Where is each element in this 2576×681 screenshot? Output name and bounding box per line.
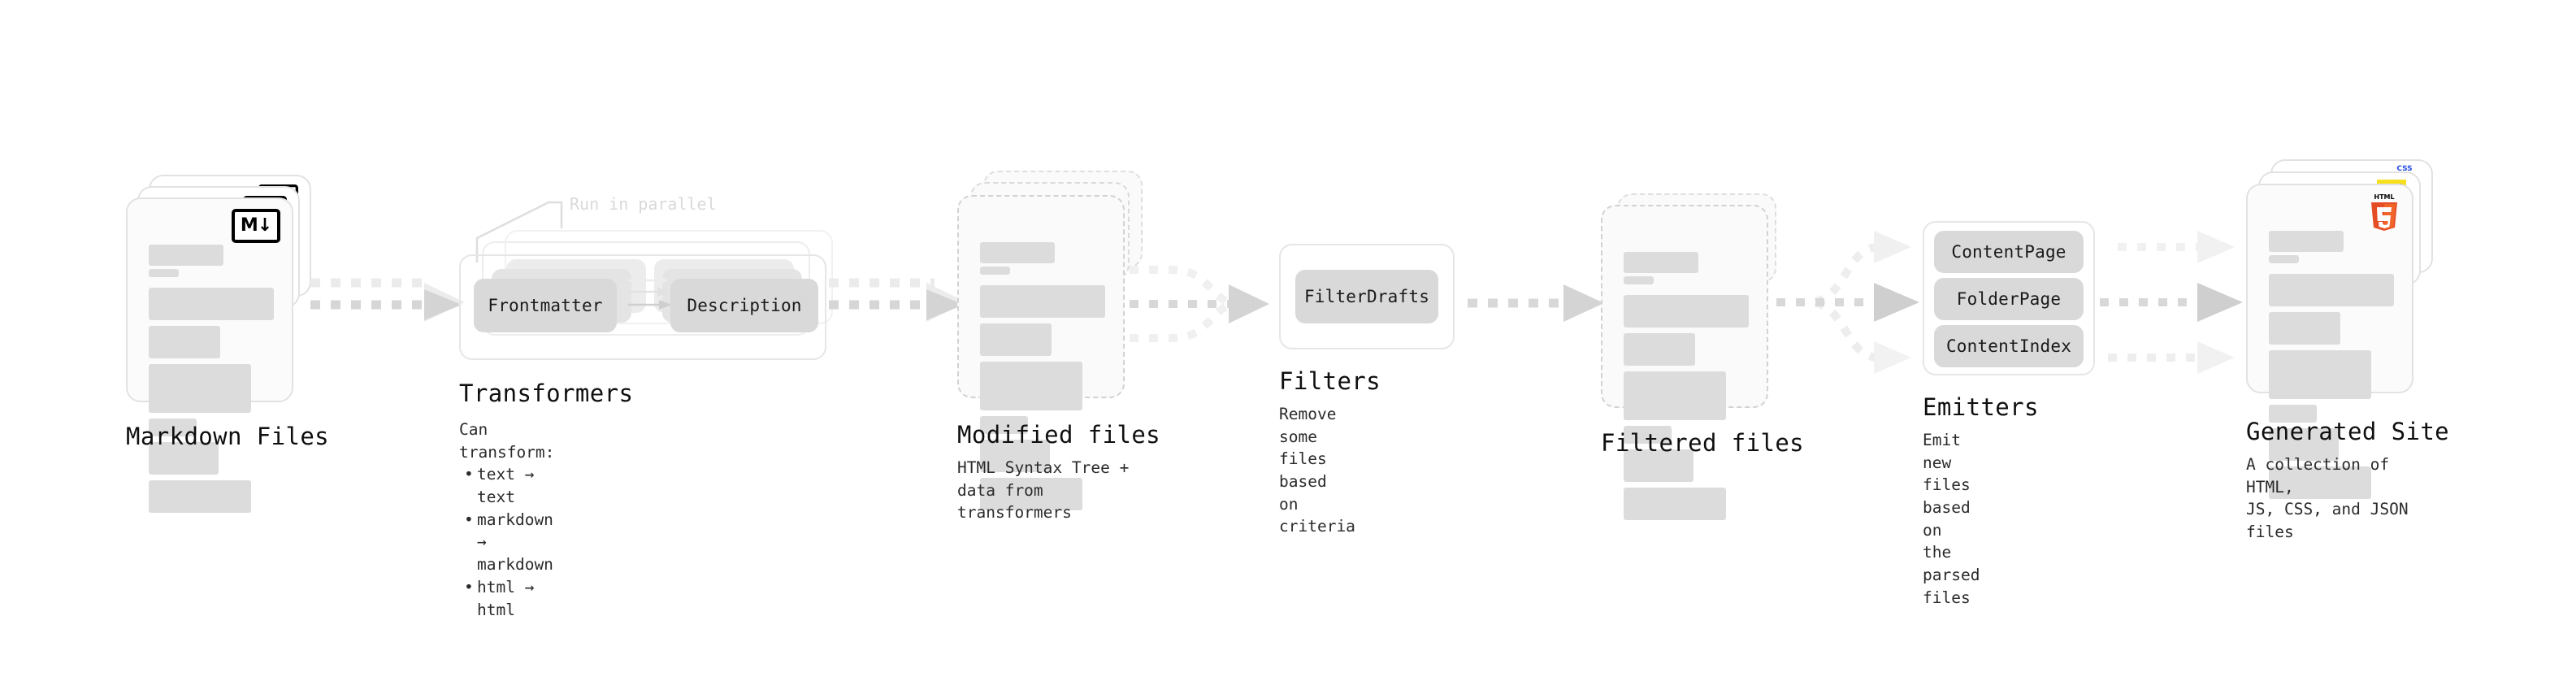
transform-flow-arrows <box>628 275 672 310</box>
list-item: html → html <box>464 576 554 621</box>
parallel-bracket <box>475 201 563 262</box>
arrowhead <box>2197 341 2235 374</box>
list-item: text → text <box>464 463 554 508</box>
stage-title: Transformers <box>459 380 634 407</box>
chip-label: FilterDrafts <box>1303 287 1430 306</box>
stage-description: Emit new files based on the parsed files <box>1923 431 1980 607</box>
stage-title: Filters <box>1279 367 1381 395</box>
arrowhead <box>1229 284 1269 323</box>
html5-icon: HTML <box>2366 192 2402 234</box>
stage-generated-site: CSS JS HTML <box>2246 159 2449 541</box>
stage-modified-files: Modified files HTML Syntax Tree + data f… <box>957 171 1160 522</box>
stage-title: Markdown Files <box>126 423 330 450</box>
arrowhead <box>2197 283 2243 322</box>
emitters-group <box>1923 221 2095 375</box>
arrowhead <box>1874 231 1911 263</box>
connector-modified-to-filters <box>1130 266 1269 342</box>
stage-description: Remove some files based on criteria <box>1279 405 1355 536</box>
placeholder-lines <box>2269 231 2394 505</box>
transform-list: text → text markdown → markdown html → h… <box>459 463 554 621</box>
placeholder-lines <box>980 242 1105 516</box>
list-item: markdown → markdown <box>464 509 554 576</box>
transform-intro: Can transform: <box>459 420 555 462</box>
chip-label: ContentIndex <box>1945 336 2072 356</box>
arrowhead <box>1563 284 1604 322</box>
connector-filters-to-filtered <box>1468 284 1604 322</box>
markdown-icon: M↓ <box>232 209 280 243</box>
chip-label: FolderPage <box>1956 289 2062 309</box>
svg-text:HTML: HTML <box>2374 193 2394 201</box>
stage-description: HTML Syntax Tree + data from transformer… <box>957 458 1130 523</box>
filtered-card-stack <box>1601 193 1788 520</box>
site-card-stack: CSS JS HTML <box>2246 159 2441 499</box>
card-front: M↓ <box>126 197 293 513</box>
stage-description: Can transform: text → text markdown → ma… <box>459 419 554 621</box>
stage-markdown-files: M↓ M↓ M↓ Markdown Files <box>126 175 329 513</box>
emitter-chip-folderpage[interactable]: FolderPage <box>1934 278 2084 320</box>
connector-markdown-to-transformers <box>310 278 465 322</box>
arrowhead <box>424 289 462 320</box>
parallel-hint: Run in parallel <box>570 194 717 214</box>
placeholder-lines <box>1624 252 1749 526</box>
transformer-chip-description[interactable]: Description <box>670 279 818 332</box>
stage-title: Emitters <box>1923 393 2039 421</box>
filters-group <box>1279 244 1455 349</box>
css-icon-label: CSS <box>2396 165 2413 173</box>
arrowhead <box>2197 231 2235 263</box>
stage-title: Modified files <box>957 421 1161 449</box>
arrowhead <box>1874 341 1911 374</box>
filter-chip-filterdrafts[interactable]: FilterDrafts <box>1295 270 1438 323</box>
arrowhead <box>1874 283 1919 322</box>
stage-title: Generated Site <box>2246 418 2450 445</box>
emitter-chip-contentpage[interactable]: ContentPage <box>1934 231 2084 273</box>
chip-label: Frontmatter <box>488 296 603 315</box>
modified-card-stack <box>957 171 1144 510</box>
connector-filtered-to-emitters <box>1776 231 1919 374</box>
card-front: HTML <box>2246 184 2413 499</box>
markdown-card-stack: M↓ M↓ M↓ <box>126 175 321 513</box>
chip-label: Description <box>687 296 802 315</box>
transformer-chip-frontmatter[interactable]: Frontmatter <box>474 279 617 332</box>
connector-transformers-to-modified <box>829 278 967 322</box>
chip-label: ContentPage <box>1951 242 2066 262</box>
card-front <box>1601 205 1768 520</box>
placeholder-lines <box>149 245 274 518</box>
emitter-chip-contentindex[interactable]: ContentIndex <box>1934 325 2084 367</box>
stage-title: Filtered files <box>1601 429 1805 457</box>
connector-emitters-to-site <box>2100 231 2243 374</box>
arrowhead <box>926 289 964 320</box>
transformer-group-front <box>459 254 826 360</box>
stage-filtered-files: Filtered files <box>1601 193 1804 520</box>
stage-description: A collection of HTML, JS, CSS, and JSON … <box>2246 455 2409 542</box>
card-front <box>957 195 1125 510</box>
